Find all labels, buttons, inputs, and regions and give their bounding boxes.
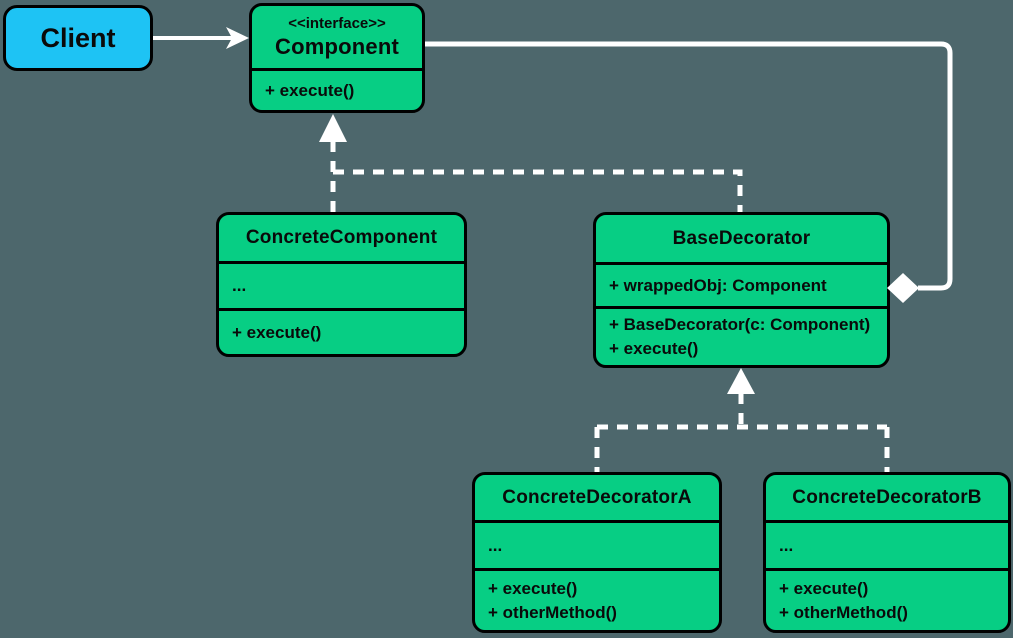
method-label: + execute() — [488, 578, 578, 598]
concrete-decorator-b-title-section: ConcreteDecoratorB — [766, 475, 1008, 520]
method-label: + execute() — [232, 322, 322, 342]
inheritance-dashed-lines — [594, 393, 890, 472]
class-name-base-decorator: BaseDecorator — [672, 227, 811, 249]
class-box-concrete-component: ConcreteComponent ... + execute() — [216, 212, 467, 357]
class-box-client: Client — [3, 5, 153, 71]
component-stereotype-label: <<interface>> — [288, 14, 386, 32]
concrete-decorator-b-attributes-section: ... — [766, 520, 1008, 568]
method-label: + BaseDecorator(c: Component) — [609, 315, 871, 334]
concrete-component-title-section: ConcreteComponent — [219, 215, 464, 261]
class-box-concrete-decorator-a: ConcreteDecoratorA ... + execute() + oth… — [472, 472, 722, 633]
inheritance-triangle-icon — [727, 368, 755, 394]
class-box-concrete-decorator-b: ConcreteDecoratorB ... + execute() + oth… — [763, 472, 1011, 633]
base-decorator-title-section: BaseDecorator — [596, 215, 887, 262]
method-label: + execute() — [779, 578, 869, 598]
method-label: + execute() — [265, 80, 355, 100]
method-label: + execute() — [609, 339, 699, 358]
method-label: + otherMethod() — [488, 602, 617, 622]
concrete-component-attributes-section: ... — [219, 261, 464, 308]
component-methods-section: + execute() — [252, 68, 422, 110]
class-box-component: <<interface>> Component + execute() — [249, 3, 425, 113]
class-name-concrete-component: ConcreteComponent — [245, 227, 438, 248]
aggregation-diamond-icon — [887, 273, 919, 303]
base-decorator-methods-section: + BaseDecorator(c: Component) + execute(… — [596, 306, 887, 365]
concrete-decorator-a-title-section: ConcreteDecoratorA — [475, 475, 719, 520]
attribute-label: + wrappedObj: Component — [609, 275, 827, 295]
concrete-component-methods-section: + execute() — [219, 308, 464, 354]
class-name-concrete-decorator-a: ConcreteDecoratorA — [502, 486, 692, 508]
base-decorator-attributes-section: + wrappedObj: Component — [596, 262, 887, 306]
attribute-label: ... — [232, 276, 247, 295]
class-name-client: Client — [40, 22, 116, 53]
attribute-label: ... — [779, 535, 794, 555]
realization-triangle-icon — [319, 114, 347, 142]
method-label: + otherMethod() — [779, 602, 908, 622]
class-box-base-decorator: BaseDecorator + wrappedObj: Component + … — [593, 212, 890, 368]
component-title-section: <<interface>> Component — [252, 6, 422, 68]
association-arrowhead-icon — [226, 27, 249, 49]
class-name-component: Component — [274, 33, 399, 59]
class-name-concrete-decorator-b: ConcreteDecoratorB — [792, 486, 982, 508]
concrete-decorator-b-methods-section: + execute() + otherMethod() — [766, 568, 1008, 630]
concrete-decorator-a-methods-section: + execute() + otherMethod() — [475, 568, 719, 630]
realization-dashed-lines — [330, 141, 743, 212]
attribute-label: ... — [488, 535, 503, 555]
concrete-decorator-a-attributes-section: ... — [475, 520, 719, 568]
